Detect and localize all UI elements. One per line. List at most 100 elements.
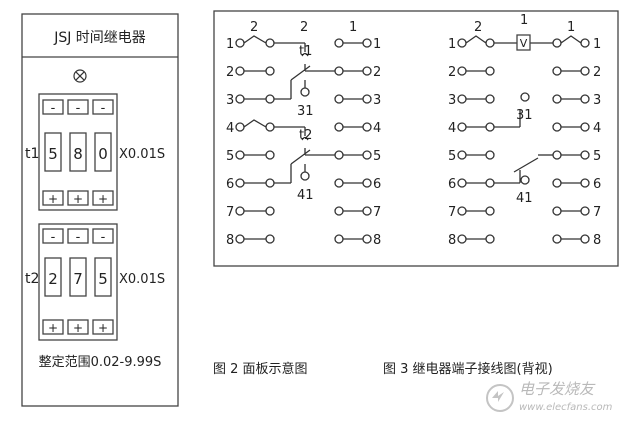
panel-title: JSJ 时间继电器 <box>53 30 146 46</box>
terminal-label: 4 <box>226 121 234 136</box>
terminal-label: 7 <box>373 205 381 220</box>
t1-digit-2-plus-button[interactable] <box>67 190 89 206</box>
terminal-label: 3 <box>373 93 381 108</box>
t2-label: t2 <box>25 271 39 287</box>
wiring-diagram-right: 1 2 3 4 5 6 7 8 <box>448 13 601 248</box>
terminal-label: 4 <box>593 121 601 136</box>
terminal-label: 8 <box>593 233 601 248</box>
t2-digit-3-minus-label: - <box>101 230 106 245</box>
t1-digit-3-minus-label: - <box>101 101 106 116</box>
left-terminal-column: 1 2 3 4 5 6 7 8 <box>448 35 495 248</box>
t2-digit-1-window <box>44 257 62 297</box>
terminal-label: 8 <box>448 233 456 248</box>
top-label: 2 <box>474 20 482 35</box>
right-terminal-column: 1 2 3 4 5 6 7 8 <box>334 37 381 248</box>
t1-switch-block <box>38 93 118 211</box>
t2-digit-1[interactable]: - 2 + <box>42 228 64 335</box>
wiring-diagram-left: 1 2 3 4 5 6 7 8 <box>226 20 381 248</box>
relay-coil-label: V <box>520 37 528 50</box>
t1-digit-1[interactable]: - 5 + <box>42 99 64 206</box>
t2-digit-2-plus-label: + <box>73 321 83 335</box>
t2-digit-2[interactable]: - 7 + <box>67 228 89 335</box>
terminal-label: 1 <box>373 37 381 52</box>
terminal-label: 2 <box>226 65 234 80</box>
panel-diagram: JSJ 时间继电器 t1 - 5 + - 8 <box>21 13 179 407</box>
t1-setting-group: t1 - 5 + - 8 + - 0 <box>25 93 165 211</box>
t1-digit-1-plus-button[interactable] <box>42 190 64 206</box>
relay-coil-wiring <box>494 42 553 184</box>
t2-setting-group: t2 - 2 + - 7 + - 5 <box>25 223 165 341</box>
t2-digit-3-minus-button[interactable] <box>92 228 114 244</box>
t1-digit-1-plus-label: + <box>48 192 58 206</box>
terminal-label: 2 <box>448 65 456 80</box>
common-label-31: 31 <box>516 108 533 123</box>
top-label: 2 <box>300 20 308 35</box>
t1-digit-3-minus-button[interactable] <box>92 99 114 115</box>
t2-digit-3-window <box>94 257 112 297</box>
contact-t2-label: t2 <box>299 128 312 143</box>
common-label-41: 41 <box>297 188 314 203</box>
terminal-label: 1 <box>226 37 234 52</box>
t2-digit-2-value: 7 <box>73 270 83 288</box>
terminal-label: 5 <box>448 149 456 164</box>
t1-digit-2[interactable]: - 8 + <box>67 99 89 206</box>
t1-digit-1-minus-button[interactable] <box>42 99 64 115</box>
terminal-label: 6 <box>448 177 456 192</box>
terminal-label: 1 <box>448 37 456 52</box>
t1-digit-2-value: 8 <box>73 145 83 163</box>
panel-frame <box>21 13 179 407</box>
t1-digit-1-value: 5 <box>48 145 58 163</box>
terminal-label: 7 <box>448 205 456 220</box>
t2-digit-2-plus-button[interactable] <box>67 319 89 335</box>
t2-unit: X0.01S <box>119 272 165 287</box>
lamp-cross-circle-icon <box>73 69 87 83</box>
common-terminal-31 <box>300 87 310 97</box>
relay-coil-box <box>516 34 531 51</box>
terminal-label: 5 <box>593 149 601 164</box>
contact-t2: t2 <box>299 128 312 143</box>
terminal-label: 4 <box>448 121 456 136</box>
t2-digit-3[interactable]: - 5 + <box>92 228 114 335</box>
terminal-label: 2 <box>373 65 381 80</box>
wiring-caption: 图 3 继电器端子接线图(背视) <box>383 361 553 377</box>
terminal-label: 8 <box>373 233 381 248</box>
t1-digit-3-window <box>94 132 112 172</box>
t1-digit-1-window <box>44 132 62 172</box>
terminal-label: 5 <box>226 149 234 164</box>
terminal-label: 4 <box>373 121 381 136</box>
terminal-label: 8 <box>226 233 234 248</box>
common-terminal-41 <box>300 171 310 181</box>
t2-switch-block <box>38 223 118 341</box>
common-terminal-41 <box>520 175 530 185</box>
t1-digit-3[interactable]: - 0 + <box>92 99 114 206</box>
t2-digit-1-plus-button[interactable] <box>42 319 64 335</box>
t2-digit-2-minus-button[interactable] <box>67 228 89 244</box>
t2-digit-1-minus-label: - <box>51 230 56 245</box>
t1-digit-2-minus-button[interactable] <box>67 99 89 115</box>
t1-unit: X0.01S <box>119 147 165 162</box>
t1-digit-2-minus-label: - <box>76 101 81 116</box>
common-label-41: 41 <box>516 191 533 206</box>
watermark: 电子发烧友 www.elecfans.com <box>486 380 613 413</box>
t2-digit-2-minus-label: - <box>76 230 81 245</box>
t2-digit-1-value: 2 <box>48 270 58 288</box>
watermark-title: 电子发烧友 <box>519 380 596 398</box>
terminal-label: 6 <box>226 177 234 192</box>
wiring-frame <box>213 10 619 267</box>
terminal-label: 2 <box>593 65 601 80</box>
watermark-url: www.elecfans.com <box>519 402 613 413</box>
terminal-label: 3 <box>448 93 456 108</box>
t2-digit-3-value: 5 <box>98 270 108 288</box>
common-label-31: 31 <box>297 104 314 119</box>
t2-digit-1-minus-button[interactable] <box>42 228 64 244</box>
terminal-label: 1 <box>593 37 601 52</box>
top-label: 1 <box>520 13 528 28</box>
t1-digit-3-plus-button[interactable] <box>92 190 114 206</box>
t2-digit-2-window <box>69 257 87 297</box>
left-terminal-column: 1 2 3 4 5 6 7 8 <box>226 35 275 248</box>
t2-digit-1-plus-label: + <box>48 321 58 335</box>
relay-coil: V <box>516 34 531 51</box>
t2-digit-3-plus-button[interactable] <box>92 319 114 335</box>
top-label: 1 <box>349 20 357 35</box>
